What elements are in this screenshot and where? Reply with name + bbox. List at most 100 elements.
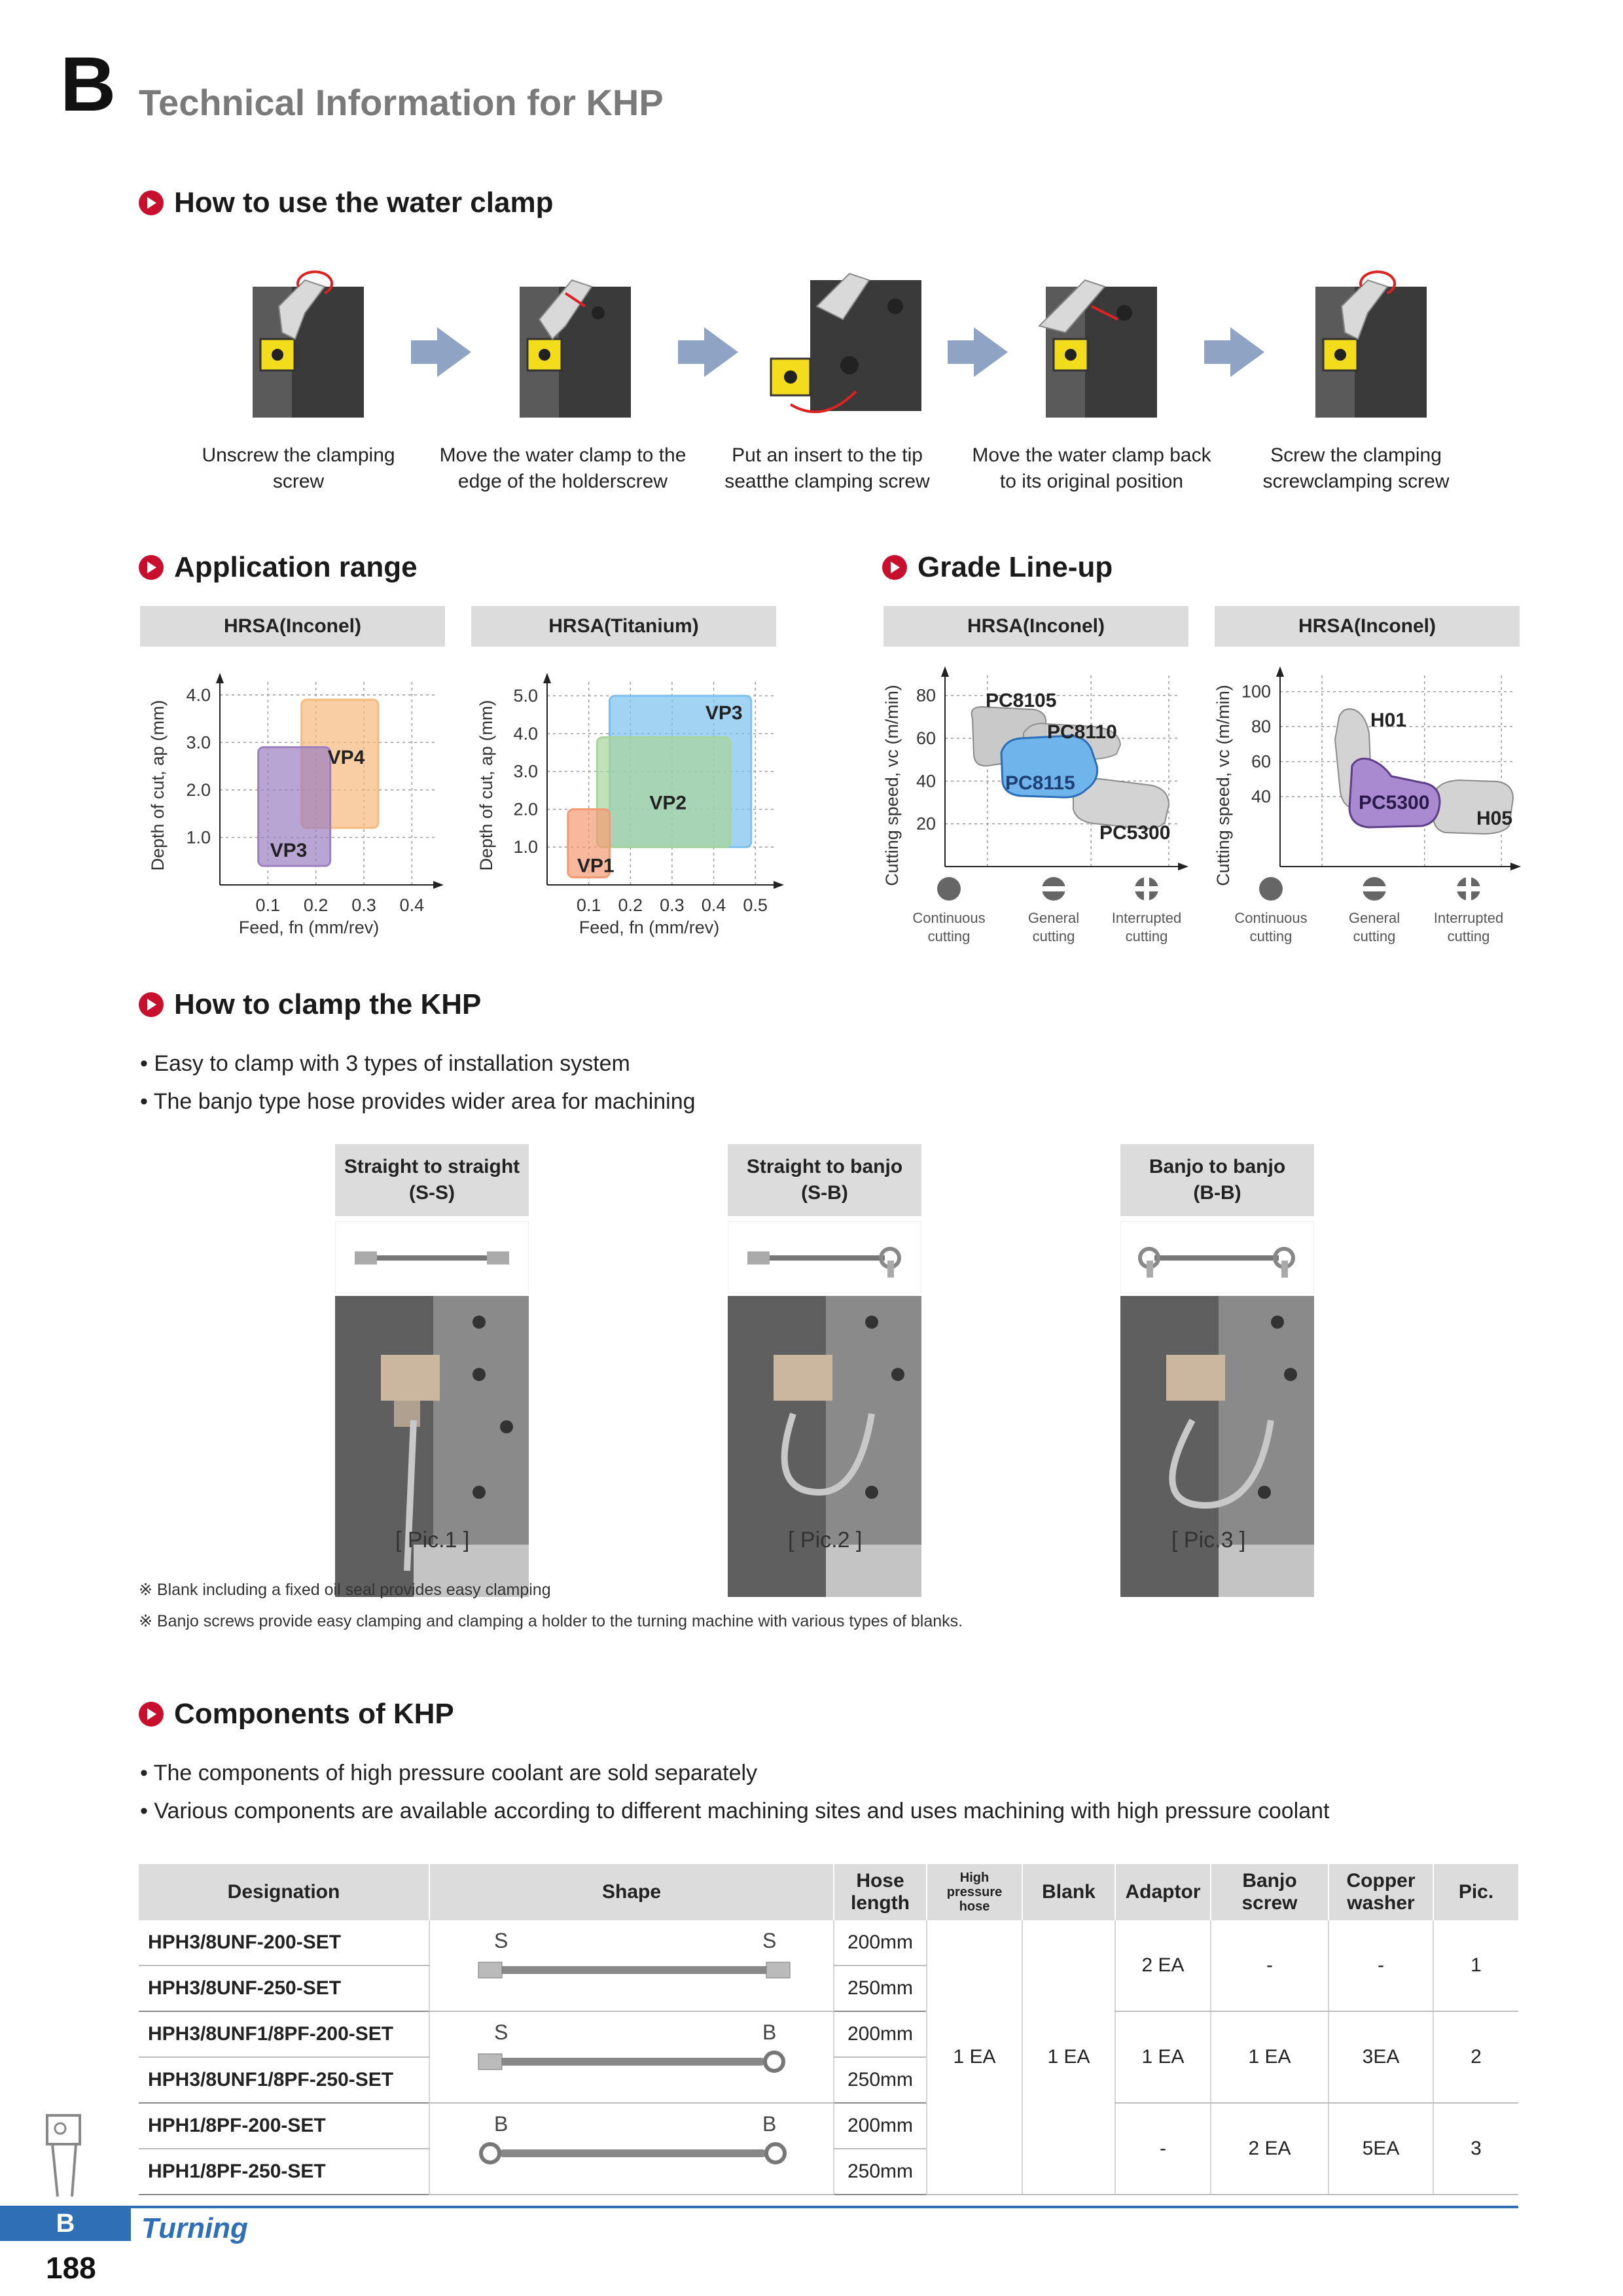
- y-tick-label: 3.0: [513, 762, 538, 781]
- shape-ss-cell: S S: [429, 1920, 834, 2012]
- chart-4-title: HRSA(Inconel): [1215, 606, 1520, 647]
- label-h01: H01: [1370, 709, 1406, 731]
- chart-1-title: HRSA(Inconel): [140, 606, 445, 647]
- table-row: HPH3/8UNF1/8PF-250-SET 250mm: [139, 2057, 1518, 2104]
- pic-1-photo: [335, 1296, 529, 1597]
- x-tick-label: 0.3: [351, 895, 376, 915]
- section-bullet-icon: [139, 555, 164, 580]
- next-step-arrow-icon: [411, 327, 471, 377]
- y-tick-label: 1.0: [513, 837, 538, 857]
- pic-3-photo: [1120, 1296, 1314, 1597]
- y-axis-arrow-icon: [1276, 666, 1284, 677]
- svg-text:B: B: [762, 2020, 776, 2044]
- section-letter: B: [60, 41, 116, 128]
- clamp-type-ss: Straight to straight(S-S): [335, 1144, 529, 1216]
- step-3-image: [770, 272, 921, 414]
- col-shape: Shape: [429, 1864, 834, 1920]
- label-pc8105: PC8105: [986, 690, 1056, 711]
- col-banjo-screw: Banjo screw: [1210, 1864, 1329, 1920]
- components-bullet-1: • The components of high pressure coolan…: [140, 1761, 758, 1785]
- next-step-arrow-icon: [948, 327, 1008, 377]
- x-tick-label: 0.5: [743, 895, 768, 915]
- table-row: HPH1/8PF-250-SET 250mm: [139, 2149, 1518, 2195]
- svg-text:Interrupted: Interrupted: [1112, 910, 1181, 926]
- y-tick-label: 4.0: [513, 724, 538, 744]
- region-label-vp4: VP4: [328, 747, 365, 768]
- label-pc8110: PC8110: [1047, 721, 1117, 743]
- region-pc8115: [1000, 734, 1099, 798]
- svg-text:cutting: cutting: [928, 928, 971, 944]
- condition-interrupted-icon: [1133, 876, 1160, 902]
- region-h05: [1432, 779, 1514, 835]
- col-designation: Designation: [139, 1864, 429, 1920]
- svg-text:Interrupted: Interrupted: [1434, 910, 1503, 926]
- svg-text:Continuous: Continuous: [1234, 910, 1307, 926]
- col-blank: Blank: [1022, 1864, 1115, 1920]
- y-axis-arrow-icon: [543, 673, 551, 683]
- region-label-vp3: VP3: [705, 702, 743, 724]
- pic-2-label: [ Pic.2 ]: [788, 1528, 863, 1552]
- region-label-vp2: VP2: [649, 793, 687, 814]
- shape-sb-cell: S B: [429, 2011, 834, 2104]
- y-tick-label: 40: [1251, 787, 1271, 806]
- svg-text:B: B: [762, 2112, 776, 2136]
- svg-text:Continuous: Continuous: [912, 910, 985, 926]
- condition-general-icon: [1361, 877, 1387, 901]
- page-title: Technical Information for KHP: [139, 82, 664, 123]
- y-axis-label: Depth of cut, ap (mm): [148, 700, 168, 870]
- region-vp2: [596, 736, 732, 848]
- col-adaptor: Adaptor: [1115, 1864, 1211, 1920]
- svg-text:cutting: cutting: [1033, 928, 1075, 944]
- svg-text:cutting: cutting: [1353, 928, 1396, 944]
- clamp-heading: How to clamp the KHP: [139, 988, 481, 1021]
- y-tick-label: 100: [1241, 682, 1271, 702]
- footer-line: [131, 2206, 1518, 2208]
- label-h05: H05: [1476, 808, 1512, 829]
- svg-text:S: S: [762, 1929, 776, 1952]
- y-axis-arrow-icon: [941, 666, 949, 677]
- svg-text:S: S: [494, 1929, 508, 1952]
- y-axis-label: Cutting speed, vc (m/min): [1215, 685, 1233, 886]
- x-tick-label: 0.1: [256, 895, 281, 915]
- condition-interrupted-icon: [1455, 876, 1482, 902]
- hose-sb-preview: [728, 1221, 921, 1293]
- y-tick-label: 2.0: [513, 799, 538, 819]
- step-4-image: [1038, 279, 1157, 418]
- step-5-image: [1315, 270, 1427, 418]
- section-bullet-icon: [139, 1702, 164, 1727]
- table-row: HPH3/8UNF1/8PF-200-SET S B 200mm 1 EA 1 …: [139, 2011, 1518, 2104]
- footer-section-tab[interactable]: B: [0, 2206, 131, 2241]
- water-clamp-heading: How to use the water clamp: [139, 187, 553, 219]
- y-tick-label: 1.0: [186, 827, 211, 847]
- svg-text:S: S: [494, 2020, 508, 2044]
- x-tick-label: 0.4: [702, 895, 726, 915]
- clamp-bullet-2: • The banjo type hose provides wider are…: [140, 1089, 696, 1114]
- svg-text:cutting: cutting: [1448, 928, 1490, 944]
- pic-3-label: [ Pic.3 ]: [1171, 1528, 1246, 1552]
- x-tick-label: 0.2: [618, 895, 643, 915]
- clamp-type-bb: Banjo to banjo(B-B): [1120, 1144, 1314, 1216]
- x-axis-label: Feed, fn (mm/rev): [239, 918, 380, 937]
- next-step-arrow-icon: [678, 327, 738, 377]
- condition-general-icon: [1041, 877, 1067, 901]
- next-step-arrow-icon: [1204, 327, 1264, 377]
- x-axis-arrow-icon: [774, 881, 784, 889]
- clamp-bullet-1: • Easy to clamp with 3 types of installa…: [140, 1051, 630, 1076]
- x-axis-arrow-icon: [1178, 863, 1188, 870]
- x-axis-label: Feed, fn (mm/rev): [579, 918, 720, 937]
- components-bullet-2: • Various components are available accor…: [140, 1799, 1330, 1823]
- hose-bb-shape: B B: [479, 2112, 787, 2164]
- svg-text:cutting: cutting: [1250, 928, 1293, 944]
- y-axis-arrow-icon: [216, 673, 224, 683]
- hose-ss-preview: [335, 1221, 529, 1293]
- y-axis-label: Depth of cut, ap (mm): [476, 700, 496, 870]
- section-bullet-icon: [139, 190, 164, 215]
- y-tick-label: 20: [916, 814, 936, 834]
